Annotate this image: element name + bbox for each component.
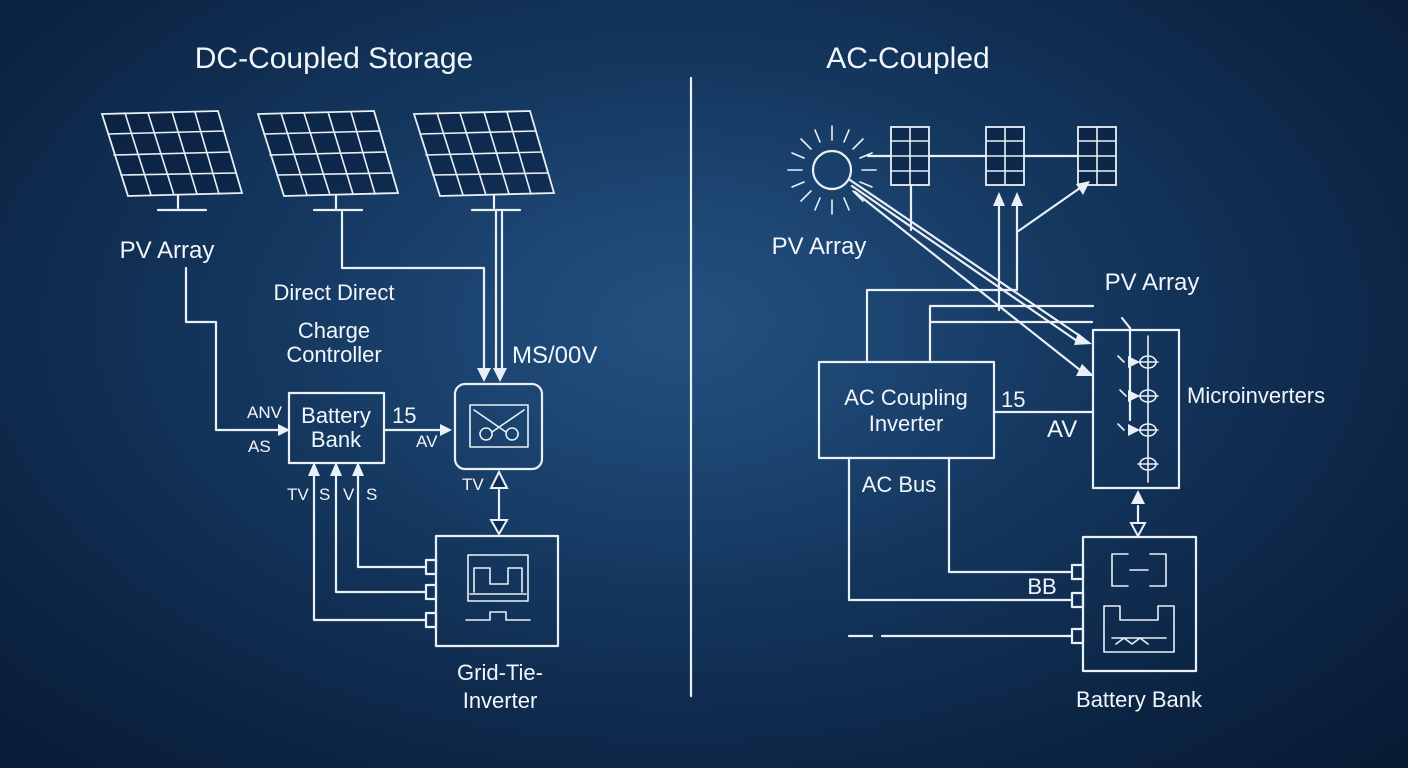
dc-inverter-to-battery-wires — [308, 462, 428, 622]
ac-coupling-inverter-box — [817, 360, 996, 460]
dc-panel-wires — [340, 210, 507, 382]
dc-solar-panel-1 — [100, 110, 244, 212]
dc-ms-label: MS/00V — [512, 342, 597, 369]
dc-gti-label-2: Inverter — [463, 688, 538, 713]
ac-av-label: AV — [1047, 416, 1077, 443]
ac-module-wires — [909, 181, 1090, 312]
ac-bus-lines — [865, 283, 1132, 422]
ac-battery-bank-box — [1070, 535, 1198, 673]
ac-microinverters-label: Microinverters — [1187, 383, 1325, 408]
dc-tv-right-label: TV — [462, 475, 484, 494]
ac-title: AC-Coupled — [826, 42, 989, 75]
dc-title: DC-Coupled Storage — [195, 42, 473, 75]
dc-charge-label-2: Controller — [286, 342, 381, 367]
dc-pv-array-label: PV Array — [120, 237, 215, 264]
dc-battery-label-1: Battery — [301, 403, 371, 428]
ac-solar-module-2 — [985, 126, 1025, 186]
dc-s1-label: S — [319, 485, 330, 504]
dc-av-label: AV — [416, 432, 438, 451]
dc-battery-label-2: Bank — [311, 427, 362, 452]
dc-charge-controller-box — [453, 382, 544, 471]
ac-coupling-label-2: Inverter — [869, 411, 944, 436]
dc-s2-label: S — [366, 485, 377, 504]
ac-bus-label: AC Bus — [862, 472, 937, 497]
ac-bus-to-battery-wires — [847, 456, 1074, 638]
dc-tv-left-label: TV — [287, 485, 309, 504]
dc-15-label: 15 — [392, 403, 416, 428]
ac-sun-rays — [848, 178, 1094, 376]
dc-solar-panel-2 — [256, 110, 400, 212]
ac-micro-battery-link — [1129, 490, 1147, 539]
ac-sun-icon — [787, 125, 877, 215]
ac-solar-module-1 — [890, 126, 930, 186]
ac-pv-array-left-label: PV Array — [772, 233, 867, 260]
dc-solar-panel-3 — [412, 110, 556, 212]
ac-15-label: 15 — [1001, 387, 1025, 412]
dc-anv-label: ANV — [247, 403, 283, 422]
ac-microinverters-box — [1091, 328, 1181, 490]
ac-battery-bank-label: Battery Bank — [1076, 687, 1203, 712]
dc-controller-inverter-link — [489, 469, 509, 537]
dc-battery-bank-box — [287, 391, 386, 465]
dc-battery-to-controller-arrow — [382, 424, 452, 436]
dc-v-label: V — [343, 485, 355, 504]
ac-pv-array-right-label: PV Array — [1105, 269, 1200, 296]
dc-pv-wire — [184, 266, 290, 436]
dc-direct-label: Direct Direct — [273, 280, 394, 305]
ac-solar-module-3 — [1077, 126, 1117, 186]
dc-charge-label-1: Charge — [298, 318, 370, 343]
dc-gti-label-1: Grid-Tie- — [457, 660, 543, 685]
ac-coupling-label-1: AC Coupling — [844, 385, 968, 410]
dc-as-label: AS — [248, 437, 271, 456]
ac-bb-label: BB — [1027, 574, 1056, 599]
